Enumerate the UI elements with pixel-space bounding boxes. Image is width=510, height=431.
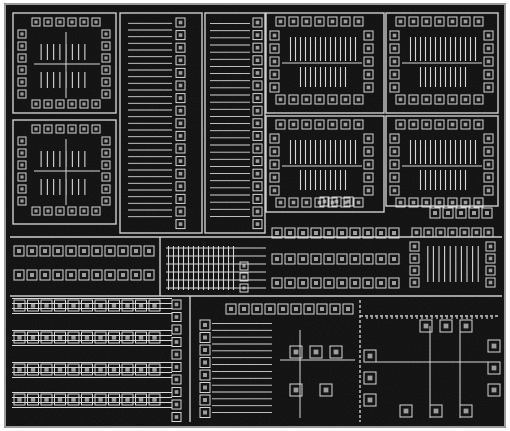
chip-layout-image — [4, 3, 506, 428]
